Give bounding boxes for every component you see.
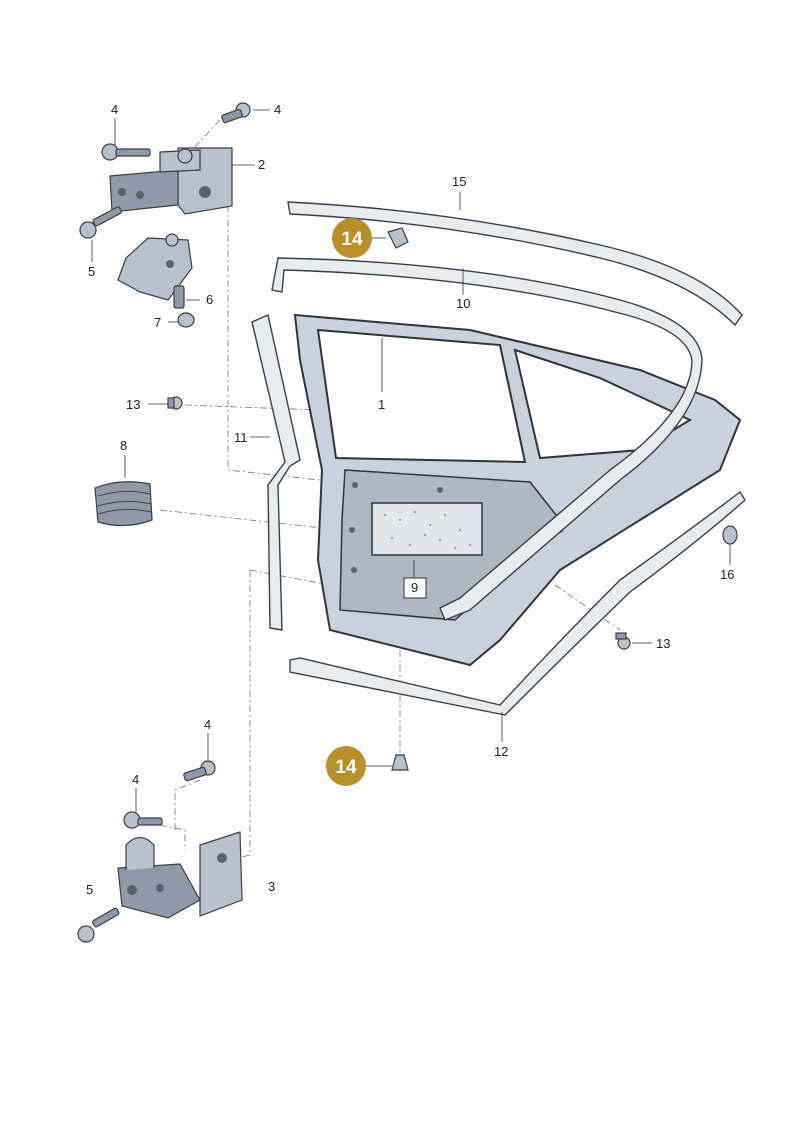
clip-16: [722, 525, 738, 545]
seal-15: [287, 201, 743, 327]
lower-hinge: [117, 831, 243, 919]
badge-14-upper: 14: [332, 218, 372, 258]
assembly-lines: [159, 119, 621, 861]
callout-4-d: 4: [132, 772, 139, 787]
clip-13-left: [167, 396, 183, 410]
callout-labels: 4 4 2 5 6 7 13 11 8 1 15 10 9 13 12 16 4…: [86, 102, 734, 897]
door-panel: [293, 313, 742, 667]
callout-9-box: [403, 577, 427, 599]
clip-13-right: [615, 632, 631, 650]
callout-10: 10: [456, 296, 470, 311]
callout-5-b: 5: [86, 882, 93, 897]
callout-13-a: 13: [126, 397, 140, 412]
callout-9: 9: [411, 580, 418, 595]
clip-14-lower: [391, 754, 409, 771]
callout-4-a: 4: [111, 102, 118, 117]
callout-5-a: 5: [88, 264, 95, 279]
callout-1: 1: [378, 397, 385, 412]
bolt-lower-2: [123, 811, 163, 829]
callout-3: 3: [268, 879, 275, 894]
grommet-8: [94, 481, 153, 527]
callout-16: 16: [720, 567, 734, 582]
badge-14-lower-text: 14: [335, 757, 357, 778]
badge-14-lower: 14: [326, 746, 366, 786]
callout-2: 2: [258, 157, 265, 172]
leader-lines: [91, 109, 731, 812]
badge-14-upper-text: 14: [341, 229, 363, 250]
callout-13-b: 13: [656, 636, 670, 651]
bolt-lower-1: [183, 760, 216, 782]
upper-hinge-arm: [117, 233, 193, 301]
seal-12: [289, 490, 746, 716]
callout-7: 7: [154, 315, 161, 330]
spring-6: [173, 285, 185, 309]
upper-hinge: [109, 147, 233, 215]
callout-12: 12: [494, 744, 508, 759]
cap-7: [177, 312, 195, 328]
seal-10: [271, 257, 703, 621]
clip-14-upper: [387, 227, 409, 249]
bolt-upper-1: [101, 143, 151, 161]
callout-15: 15: [452, 174, 466, 189]
callout-6: 6: [206, 292, 213, 307]
callout-11: 11: [234, 430, 248, 445]
bolt-upper-2: [221, 102, 251, 124]
callout-8: 8: [120, 438, 127, 453]
bolt-upper-3: [79, 206, 123, 239]
bolt-lower-3: [77, 907, 120, 943]
callout-4-c: 4: [204, 717, 211, 732]
callout-4-b: 4: [274, 102, 281, 117]
seal-11: [251, 314, 301, 631]
sound-pad: [371, 502, 483, 556]
